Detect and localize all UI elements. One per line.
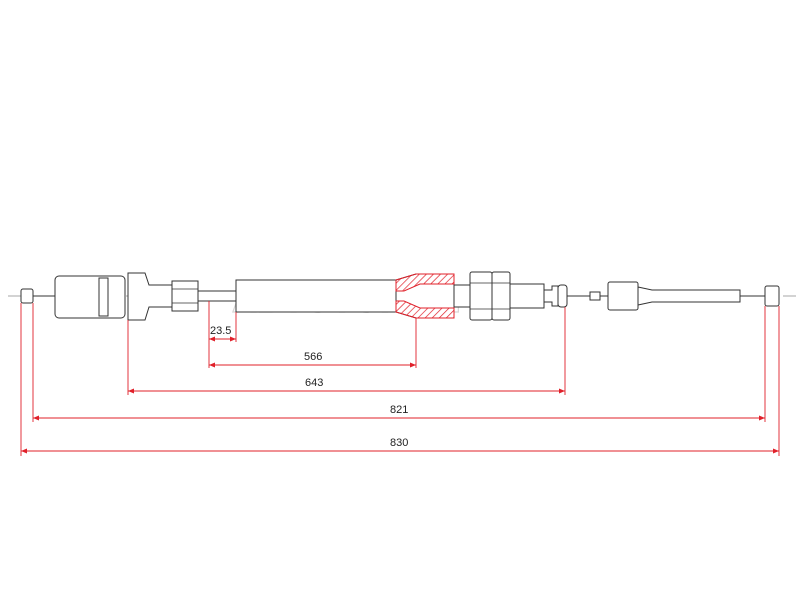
end-step: [543, 285, 559, 307]
right-boot-head: [607, 281, 639, 311]
dimension-23-5: 23.5: [209, 325, 236, 342]
dimension-643: 643: [128, 377, 565, 394]
left-end-nipple: [20, 288, 34, 304]
dimension-566: 566: [209, 351, 416, 368]
threaded-end: [509, 283, 545, 309]
right-end-nipple: [764, 285, 780, 307]
left-housing: [54, 275, 126, 319]
hex-nut-2: [491, 271, 511, 321]
left-fitting: [127, 272, 173, 321]
outer-conduit: [235, 279, 397, 313]
sleeve-hatch-bottom: [395, 300, 455, 319]
threaded-section: [453, 284, 471, 308]
left-nut: [171, 280, 199, 312]
hex-nut-1: [469, 271, 493, 321]
left-stub: [197, 290, 237, 302]
dimension-821: 821: [33, 404, 765, 421]
dimension-label-566: 566: [304, 351, 322, 363]
dimension-label-821: 821: [390, 404, 408, 416]
dimension-830: 830: [21, 437, 779, 454]
small-ferrule: [589, 291, 601, 301]
dimension-label-830: 830: [390, 437, 408, 449]
dimension-label-643: 643: [305, 377, 323, 389]
left-housing-band: [98, 277, 109, 317]
dimension-label-23-5: 23.5: [210, 325, 231, 337]
sleeve-hatch-top: [395, 273, 455, 292]
right-boot-taper: [637, 286, 741, 306]
end-cap: [557, 284, 568, 308]
